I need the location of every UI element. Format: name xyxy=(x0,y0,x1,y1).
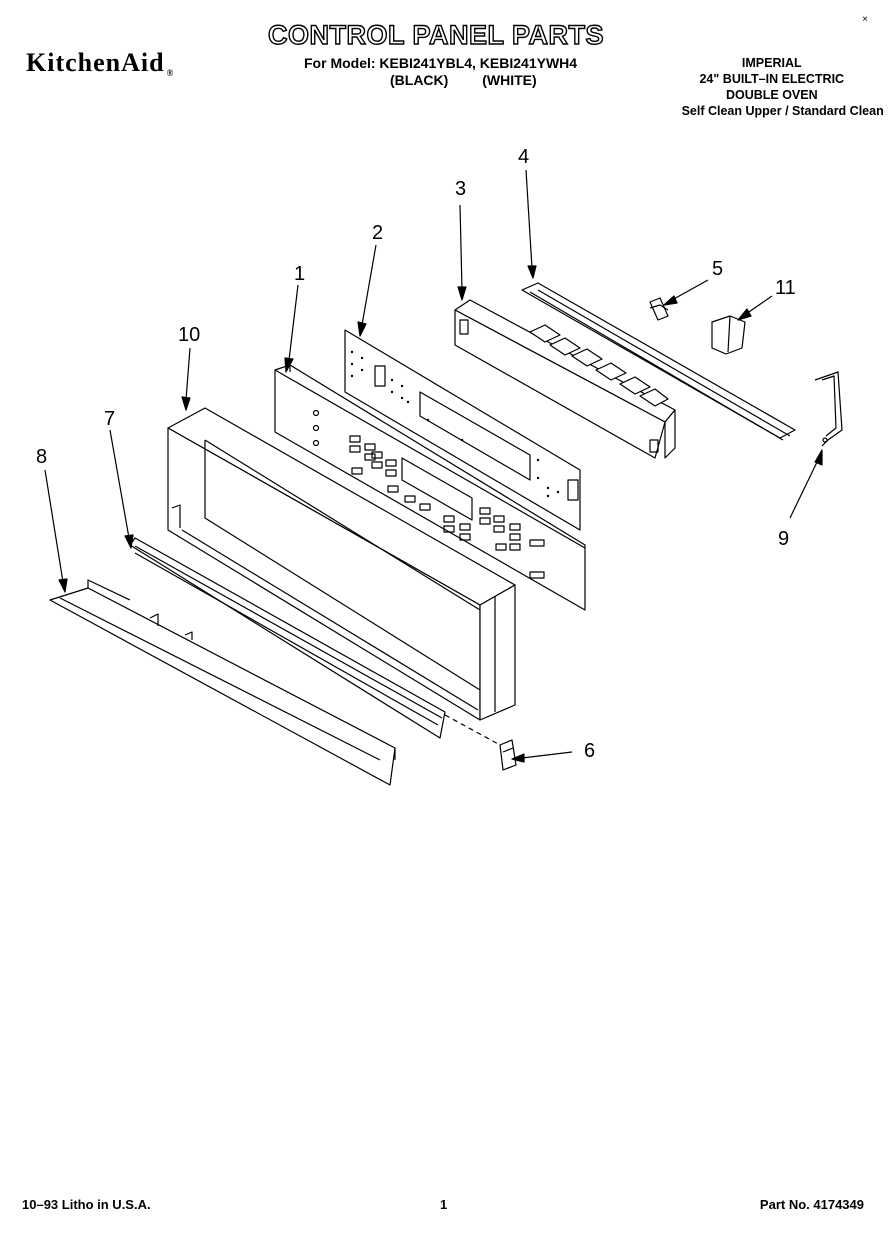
callout-7: 7 xyxy=(104,408,116,430)
callout-6: 6 xyxy=(584,740,596,762)
callout-8: 8 xyxy=(36,446,48,468)
brand-logo: KitchenAid® xyxy=(26,48,174,78)
part-3-control-board xyxy=(455,300,675,458)
part-7-lower-strip xyxy=(130,538,445,738)
callout-1: 1 xyxy=(294,263,306,285)
callout-5: 5 xyxy=(712,258,724,280)
callout-3: 3 xyxy=(455,178,467,200)
registered-mark: ® xyxy=(166,68,175,78)
spec-line-3: DOUBLE OVEN xyxy=(725,88,818,102)
footer-page-number: 1 xyxy=(440,1197,448,1212)
callout-2: 2 xyxy=(372,222,384,244)
part-5-clip xyxy=(650,298,668,320)
footer-part-number: Part No. 4174349 xyxy=(759,1197,864,1212)
part-11-bracket xyxy=(712,316,745,354)
leader-arrows xyxy=(45,170,822,762)
callout-10: 10 xyxy=(178,324,201,346)
color-black: (BLACK) xyxy=(390,72,449,88)
callout-4: 4 xyxy=(518,146,530,168)
part-9-hinge-bracket xyxy=(815,372,842,446)
footer-litho: 10–93 Litho in U.S.A. xyxy=(22,1197,151,1212)
spec-line-1: IMPERIAL xyxy=(741,56,802,70)
part-4-top-rail xyxy=(522,283,795,440)
part-6-clip xyxy=(445,715,516,770)
spec-block: IMPERIAL 24" BUILT–IN ELECTRIC DOUBLE OV… xyxy=(682,55,888,119)
spec-line-2: 24" BUILT–IN ELECTRIC xyxy=(699,72,845,86)
part-8-trim-strip xyxy=(50,580,395,785)
model-line: For Model: KEBI241YBL4, KEBI241YWH4 xyxy=(304,55,578,71)
part-2-overlay xyxy=(345,330,580,530)
spec-line-4: Self Clean Upper / Standard Clean Lower xyxy=(681,104,888,118)
callout-9: 9 xyxy=(778,528,790,550)
corner-mark: × xyxy=(862,14,868,25)
part-10-housing xyxy=(168,408,515,720)
brand-name: KitchenAid xyxy=(26,48,165,77)
page-title: CONTROL PANEL PARTS xyxy=(267,19,605,50)
model-colors: (BLACK) (WHITE) xyxy=(390,72,537,88)
color-white: (WHITE) xyxy=(482,72,537,88)
callout-11: 11 xyxy=(775,277,796,299)
